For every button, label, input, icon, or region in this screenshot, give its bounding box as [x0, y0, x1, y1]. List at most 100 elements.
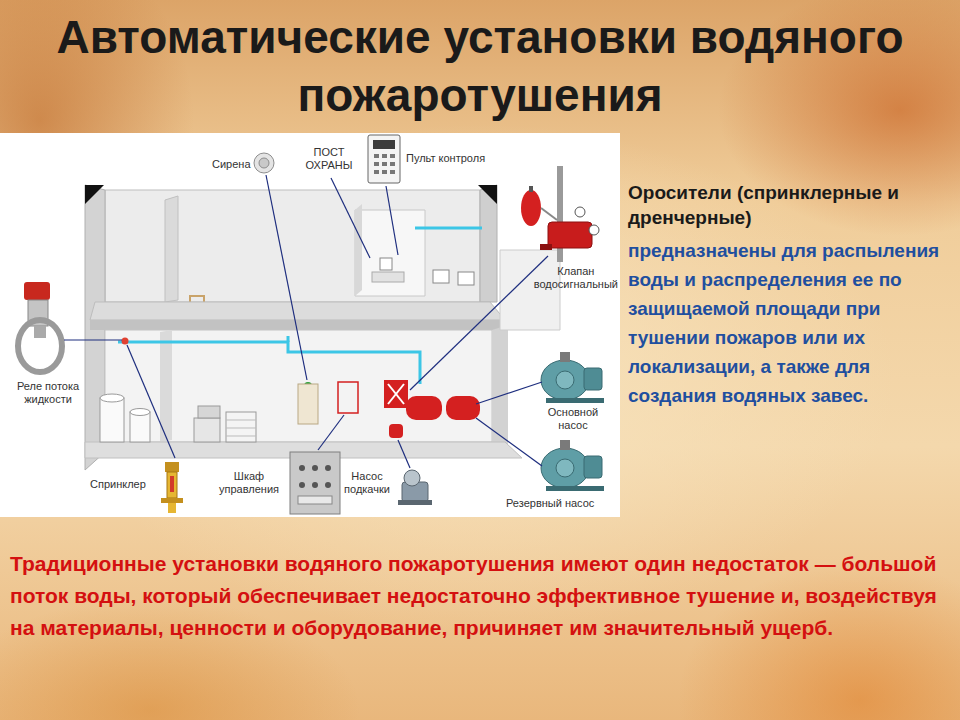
building-part — [458, 272, 474, 285]
alarm-valve-icon-part — [529, 186, 533, 192]
leader-lines-part — [476, 418, 542, 466]
water-pipes-part — [287, 336, 290, 342]
reserve-pump-icon-part — [546, 486, 604, 491]
room-objects-part — [384, 380, 408, 408]
reserve-pump-icon — [541, 440, 604, 491]
water-pipes-part — [118, 342, 420, 384]
control-panel-icon-part — [382, 162, 387, 166]
control-cabinet-part — [298, 496, 332, 504]
text-heading: Оросители (спринклерные и дренчерные) — [628, 180, 954, 230]
part-label: Шкаф управления — [212, 470, 286, 496]
alarm-valve-icon-part — [521, 190, 541, 226]
room-objects — [100, 380, 480, 442]
control-cabinet-part — [325, 465, 331, 471]
sprinkler-icon-part — [165, 462, 179, 472]
control-panel-icon — [368, 135, 400, 183]
control-panel-icon-part — [390, 162, 395, 166]
building-part — [160, 330, 172, 442]
room-objects-part — [194, 418, 220, 442]
booster-pump-icon-part — [398, 500, 432, 505]
main-pump-icon — [541, 352, 604, 403]
control-cabinet-part — [312, 465, 318, 471]
reserve-pump-icon-part — [556, 459, 574, 477]
room-objects-part — [446, 396, 480, 420]
building-part — [492, 325, 508, 446]
leader-lines-part — [476, 382, 542, 404]
room-objects-part — [226, 412, 256, 442]
water-pipes — [118, 228, 482, 384]
sprinkler-head — [122, 338, 129, 345]
part-label: Реле потока жидкости — [12, 380, 84, 406]
building-part — [372, 272, 404, 282]
control-cabinet-part — [325, 482, 331, 488]
main-pump-icon-part — [541, 360, 589, 400]
room-objects-part — [406, 396, 442, 420]
part-label: Клапан водосигнальный — [526, 265, 626, 291]
part-label: Насос подкачки — [338, 470, 396, 496]
part-label: Сирена — [212, 158, 260, 171]
text-body: предназначены для распыления воды и расп… — [628, 236, 954, 410]
building-part — [380, 258, 392, 270]
part-label: Спринклер — [90, 478, 160, 491]
control-panel-icon-part — [368, 135, 400, 183]
control-cabinet-part — [299, 465, 305, 471]
flow-relay-icon-part — [24, 282, 50, 300]
room-objects-part — [130, 409, 150, 416]
room-objects-part — [198, 406, 220, 418]
room-objects-part — [389, 424, 403, 438]
note-text: Традиционные установки водяного пожароту… — [10, 548, 955, 644]
part-label: Пульт контроля — [406, 152, 506, 165]
leader-lines — [64, 175, 548, 468]
flow-relay-icon-part — [18, 320, 62, 372]
sprinkler-icon-part — [161, 498, 183, 503]
reserve-pump-icon-part — [560, 440, 570, 450]
flow-relay-icon — [18, 282, 62, 372]
booster-pump-icon-part — [404, 470, 420, 486]
alarm-valve-icon-part — [540, 244, 552, 250]
alarm-valve-icon-part — [548, 222, 592, 248]
booster-pump-icon — [398, 470, 432, 505]
control-panel-icon-part — [373, 140, 395, 149]
building — [85, 185, 560, 470]
text-column: Оросители (спринклерные и дренчерные) пре… — [628, 180, 954, 410]
building-part — [85, 185, 104, 204]
leader-lines-part — [318, 415, 344, 450]
part-label: Резервный насос — [506, 497, 616, 510]
control-panel-icon-part — [390, 154, 395, 158]
control-cabinet — [290, 452, 340, 514]
main-pump-icon-part — [560, 352, 570, 362]
alarm-valve-icon-part — [575, 207, 585, 217]
slide-title: Автоматические установки водяного пожаро… — [50, 8, 910, 124]
part-label: Основной насос — [540, 406, 606, 432]
leader-lines-part — [398, 440, 410, 468]
illustration-panel — [0, 133, 620, 517]
reserve-pump-icon-part — [584, 456, 602, 478]
control-panel-icon-part — [374, 162, 379, 166]
leader-lines-part — [127, 345, 175, 458]
siren-icon-part — [254, 153, 274, 173]
control-cabinet-part — [290, 452, 340, 514]
building-part — [355, 210, 425, 296]
building-part — [105, 190, 480, 302]
building-part — [90, 302, 505, 320]
building-part — [90, 320, 505, 330]
control-cabinet-part — [312, 482, 318, 488]
control-panel-icon-part — [390, 170, 395, 174]
room-objects-part — [226, 436, 256, 437]
leader-lines-part — [64, 339, 122, 340]
room-objects-part — [226, 420, 256, 421]
leader-lines-part — [331, 178, 370, 258]
main-pump-icon-part — [556, 371, 574, 389]
main-pump-icon-part — [546, 398, 604, 403]
alarm-valve-icon-part — [589, 225, 599, 235]
building-part — [478, 185, 497, 204]
room-objects-part — [100, 398, 124, 442]
building-part — [105, 330, 492, 442]
leader-lines-part — [386, 186, 398, 255]
room-objects-part — [388, 384, 404, 404]
reserve-pump-icon-part — [541, 448, 589, 488]
sprinkler-icon-part — [168, 503, 176, 513]
building-part — [433, 270, 449, 283]
control-cabinet-part — [299, 482, 305, 488]
